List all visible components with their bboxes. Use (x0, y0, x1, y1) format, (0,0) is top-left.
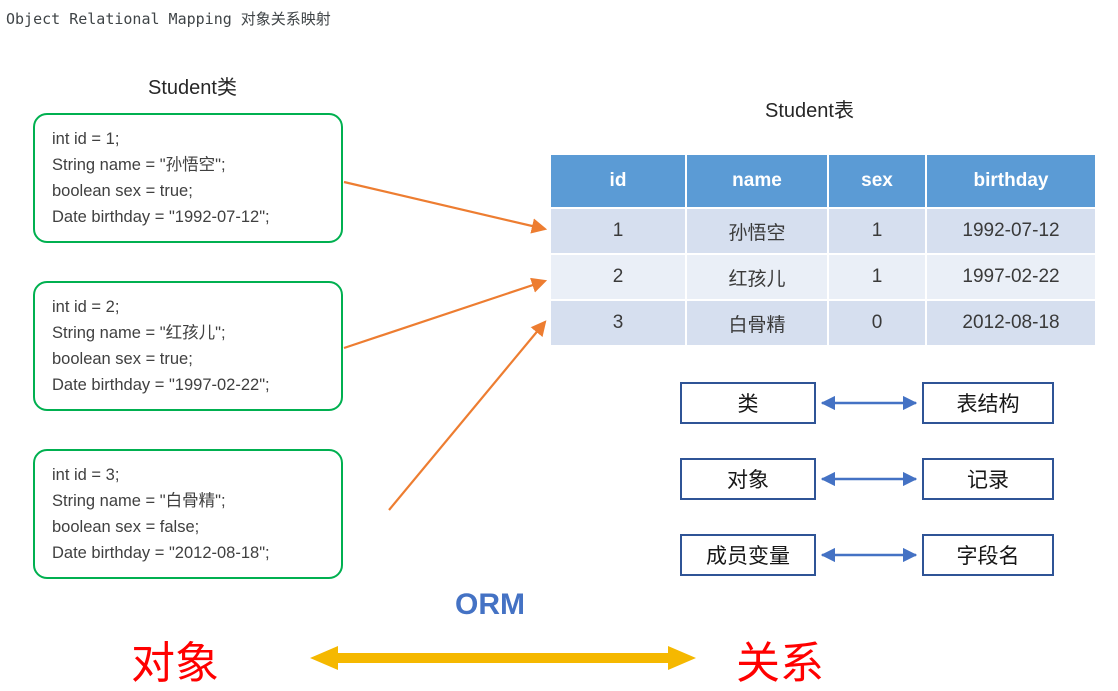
cell-id: 1 (551, 209, 687, 255)
class-field-line: String name = "白骨精"; (52, 492, 226, 510)
cell-sex: 1 (829, 209, 927, 255)
cell-birthday: 1997-02-22 (927, 255, 1095, 301)
object-to-row-arrow-1 (343, 180, 548, 234)
column-header-birthday: birthday (927, 155, 1095, 209)
object-to-row-arrow-3 (388, 320, 547, 511)
cell-name: 孙悟空 (687, 209, 829, 255)
orm-label: ORM (455, 588, 525, 621)
class-object-box: int id = 2; String name = "红孩儿"; boolean… (33, 281, 343, 411)
class-side-caption: Student类 (148, 77, 237, 99)
class-field-line: boolean sex = true; (52, 350, 193, 368)
class-field-line: Date birthday = "2012-08-18"; (52, 544, 270, 562)
column-header-sex: sex (829, 155, 927, 209)
class-object-box: int id = 3; String name = "白骨精"; boolean… (33, 449, 343, 579)
table-header-row: id name sex birthday (551, 155, 1095, 209)
cell-sex: 1 (829, 255, 927, 301)
mapping-right-box: 字段名 (922, 534, 1054, 576)
class-field-line: boolean sex = true; (52, 182, 193, 200)
class-field-line: Date birthday = "1992-07-12"; (52, 208, 270, 226)
class-object-box: int id = 1; String name = "孙悟空"; boolean… (33, 113, 343, 243)
class-field-line: int id = 1; (52, 130, 120, 148)
cell-birthday: 1992-07-12 (927, 209, 1095, 255)
table-row: 2 红孩儿 1 1997-02-22 (551, 255, 1095, 301)
cell-id: 2 (551, 255, 687, 301)
cell-name: 红孩儿 (687, 255, 829, 301)
mapping-left-box: 对象 (680, 458, 816, 500)
footer-term-relation: 关系 (736, 639, 824, 688)
class-field-line: int id = 2; (52, 298, 120, 316)
footer-term-object: 对象 (131, 639, 219, 688)
student-table: id name sex birthday 1 孙悟空 1 1992-07-12 … (551, 155, 1095, 347)
column-header-name: name (687, 155, 829, 209)
table-row: 3 白骨精 0 2012-08-18 (551, 301, 1095, 347)
class-field-line: String name = "孙悟空"; (52, 156, 226, 174)
table-side-caption: Student表 (765, 100, 854, 122)
mapping-right-box: 记录 (922, 458, 1054, 500)
cell-name: 白骨精 (687, 301, 829, 347)
object-to-row-arrow-2 (343, 277, 548, 350)
cell-id: 3 (551, 301, 687, 347)
mapping-right-box: 表结构 (922, 382, 1054, 424)
mapping-left-box: 类 (680, 382, 816, 424)
table-row: 1 孙悟空 1 1992-07-12 (551, 209, 1095, 255)
class-field-line: Date birthday = "1997-02-22"; (52, 376, 270, 394)
cell-sex: 0 (829, 301, 927, 347)
class-field-line: boolean sex = false; (52, 518, 200, 536)
cell-birthday: 2012-08-18 (927, 301, 1095, 347)
page-title: Object Relational Mapping 对象关系映射 (6, 10, 331, 28)
mapping-left-box: 成员变量 (680, 534, 816, 576)
orm-double-arrow (310, 646, 696, 670)
column-header-id: id (551, 155, 687, 209)
class-field-line: String name = "红孩儿"; (52, 324, 226, 342)
class-field-line: int id = 3; (52, 466, 120, 484)
